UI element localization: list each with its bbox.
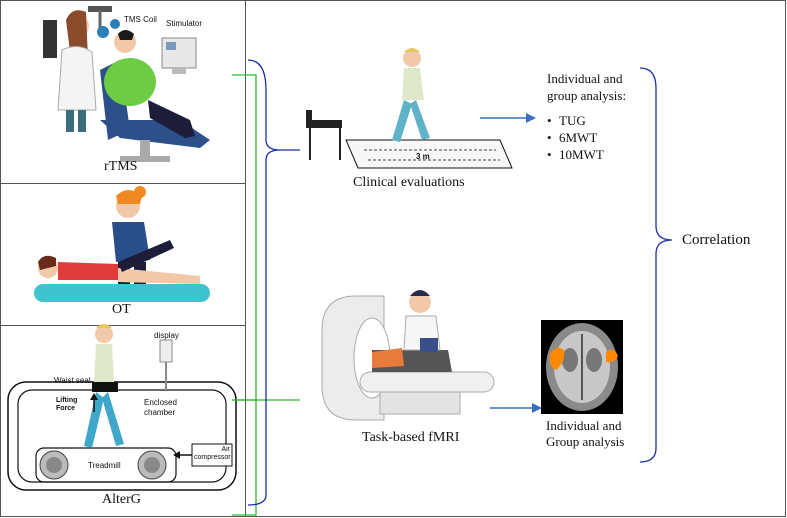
analysis-item-10mwt: 10MWT [547, 146, 604, 163]
rtms-illustration [43, 6, 210, 162]
divider-rtms-ot [0, 183, 245, 184]
ot-illustration [34, 186, 210, 302]
left-panel-frame [0, 0, 246, 517]
rtms-label: rTMS [104, 159, 138, 174]
fmri-label: Task-based fMRI [362, 430, 460, 445]
tms-coil-icon [97, 26, 109, 38]
display-icon [159, 339, 173, 363]
stimulator-label: Stimulator [166, 19, 203, 28]
correlation-label: Correlation [682, 232, 751, 248]
tms-coil-label: TMS Coil [124, 15, 157, 24]
clinical-evaluations-label: Clinical evaluations [353, 175, 465, 190]
walkway-distance-label: 3 m [416, 152, 430, 161]
treadmill-label: Treadmill [88, 461, 121, 470]
fmri-scanner-illustration [321, 290, 495, 421]
analysis-top-heading: Individual and group analysis: [547, 71, 627, 103]
monitor-icon [43, 20, 57, 58]
waist-seal-label: Waist seal [54, 376, 91, 385]
blue-bracket-left [247, 59, 281, 506]
alterg-label: AlterG [102, 492, 141, 507]
scanner-table [359, 371, 495, 393]
treadmill-belt [35, 447, 177, 483]
ot-label: OT [112, 302, 131, 317]
alterg-outer-chamber [7, 381, 237, 491]
analysis-item-tug: TUG [547, 112, 604, 129]
green-bracket-left [232, 74, 257, 401]
correlation-brace [639, 67, 673, 463]
activation-right [606, 349, 618, 363]
analysis-item-6mwt: 6MWT [547, 129, 604, 146]
enclosed-chamber-label: Enclosed chamber [144, 398, 177, 417]
walkway-illustration [306, 48, 513, 169]
therapy-mat [34, 284, 210, 302]
waist-seal-band [92, 382, 118, 392]
analysis-top-list: TUG 6MWT 10MWT [547, 112, 604, 163]
chair-icon [308, 120, 342, 128]
lifting-force-label: Lifting Force [56, 397, 78, 412]
brain-activation-map [541, 320, 623, 414]
analysis-bottom-heading: Individual and Group analysis [546, 418, 625, 449]
alterg-illustration [7, 324, 237, 491]
activation-left [549, 347, 565, 370]
display-label: display [154, 331, 179, 340]
air-compressor-label: Air compressor [194, 446, 231, 461]
divider-ot-alterg [0, 325, 245, 326]
